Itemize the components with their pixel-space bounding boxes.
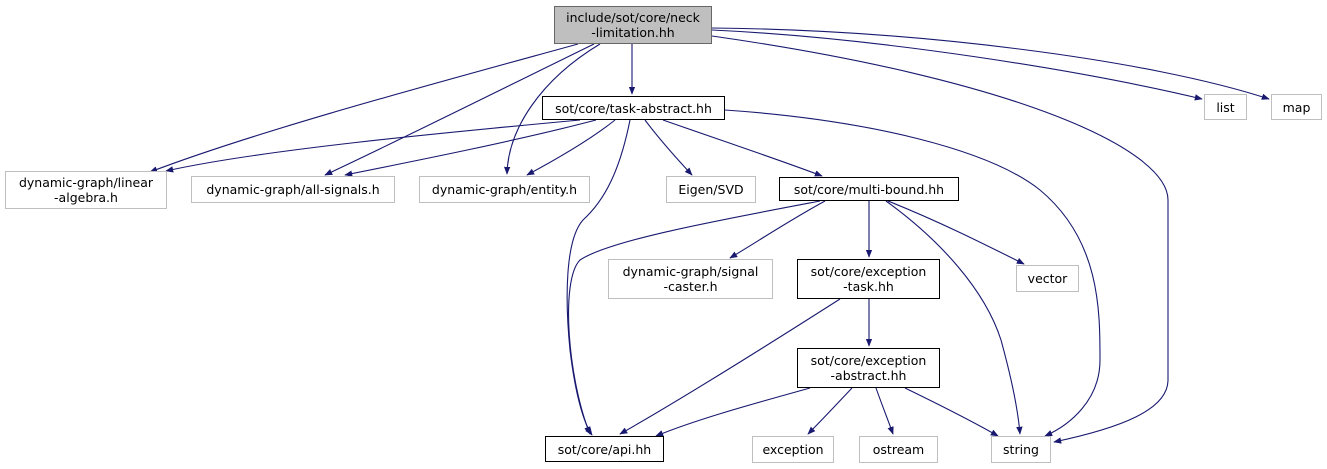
node-label-line: string xyxy=(1003,442,1039,457)
edge-multi-bound-to-api xyxy=(568,200,821,435)
node-label-line: exception xyxy=(762,442,824,457)
edge-exception-abstract-to-api xyxy=(655,387,811,437)
edge-task-abstract-to-string xyxy=(724,109,1101,437)
edge-multi-bound-to-signal-caster xyxy=(729,200,826,259)
edge-task-abstract-to-eigen-svd xyxy=(644,119,693,176)
node-label-line: list xyxy=(1216,99,1235,115)
node-neck-limitation-hh[interactable]: include/sot/core/neck-limitation.hh xyxy=(554,6,712,44)
edge-neck-to-string xyxy=(711,35,1169,444)
node-string[interactable]: string xyxy=(991,436,1051,463)
edges-layer xyxy=(149,27,1270,444)
edge-neck-to-linear-algebra xyxy=(149,43,579,173)
node-label-line: sot/core/api.hh xyxy=(557,441,652,457)
node-api-hh[interactable]: sot/core/api.hh xyxy=(545,436,664,462)
edge-task-abstract-to-linear-algebra xyxy=(165,119,581,173)
node-exception-task-hh[interactable]: sot/core/exception-task.hh xyxy=(797,259,940,299)
node-all-signals-h[interactable]: dynamic-graph/all-signals.h xyxy=(191,176,395,203)
node-list[interactable]: list xyxy=(1204,94,1247,120)
node-label-line: -caster.h xyxy=(663,279,718,294)
node-task-abstract-hh[interactable]: sot/core/task-abstract.hh xyxy=(542,96,725,120)
node-label-line: sot/core/exception xyxy=(810,264,927,279)
node-label-line: dynamic-graph/linear xyxy=(18,175,154,190)
edge-task-abstract-to-multi-bound xyxy=(662,119,823,177)
node-label-line: map xyxy=(1282,99,1311,115)
edge-exception-abstract-to-exception xyxy=(807,387,853,435)
node-label-line: dynamic-graph/all-signals.h xyxy=(206,182,380,197)
node-label-line: include/sot/core/neck xyxy=(566,10,700,25)
edge-exception-task-to-api xyxy=(619,298,841,435)
edge-neck-to-entity xyxy=(503,43,601,175)
node-label-line: -algebra.h xyxy=(54,190,118,205)
node-label-line: -task.hh xyxy=(843,279,894,294)
node-eigen-svd[interactable]: Eigen/SVD xyxy=(666,176,756,203)
node-signal-caster-h[interactable]: dynamic-graph/signal-caster.h xyxy=(608,259,773,299)
node-label-line: sot/core/exception xyxy=(810,353,927,368)
edge-task-abstract-to-all-signals xyxy=(344,119,597,177)
edge-exception-abstract-to-ostream xyxy=(875,387,894,435)
node-multi-bound-hh[interactable]: sot/core/multi-bound.hh xyxy=(779,177,959,201)
edge-neck-to-map xyxy=(711,27,1270,100)
node-vector[interactable]: vector xyxy=(1016,265,1079,292)
node-label-line: sot/core/multi-bound.hh xyxy=(793,181,945,197)
node-label-line: -abstract.hh xyxy=(830,368,907,383)
node-entity-h[interactable]: dynamic-graph/entity.h xyxy=(419,176,590,203)
node-linear-algebra-h[interactable]: dynamic-graph/linear-algebra.h xyxy=(5,171,167,209)
node-label-line: dynamic-graph/entity.h xyxy=(431,182,578,197)
edge-neck-to-list xyxy=(711,29,1203,101)
node-map[interactable]: map xyxy=(1271,94,1322,120)
node-label-line: vector xyxy=(1027,271,1068,286)
edge-task-abstract-to-entity xyxy=(526,119,616,176)
edge-exception-abstract-to-string xyxy=(904,387,999,437)
node-label-line: dynamic-graph/signal xyxy=(622,264,759,279)
edge-neck-to-all-signals xyxy=(324,43,595,176)
node-exception[interactable]: exception xyxy=(752,436,834,463)
node-ostream[interactable]: ostream xyxy=(859,436,938,463)
node-exception-abstract-hh[interactable]: sot/core/exception-abstract.hh xyxy=(797,348,940,388)
edge-multi-bound-to-vector xyxy=(887,200,1025,265)
node-label-line: ostream xyxy=(872,442,925,457)
node-label-line: Eigen/SVD xyxy=(678,182,744,197)
node-label-line: -limitation.hh xyxy=(591,25,675,40)
node-label-line: sot/core/task-abstract.hh xyxy=(555,100,712,116)
edge-multi-bound-to-string xyxy=(885,200,1023,435)
edge-task-abstract-to-api xyxy=(566,119,631,436)
